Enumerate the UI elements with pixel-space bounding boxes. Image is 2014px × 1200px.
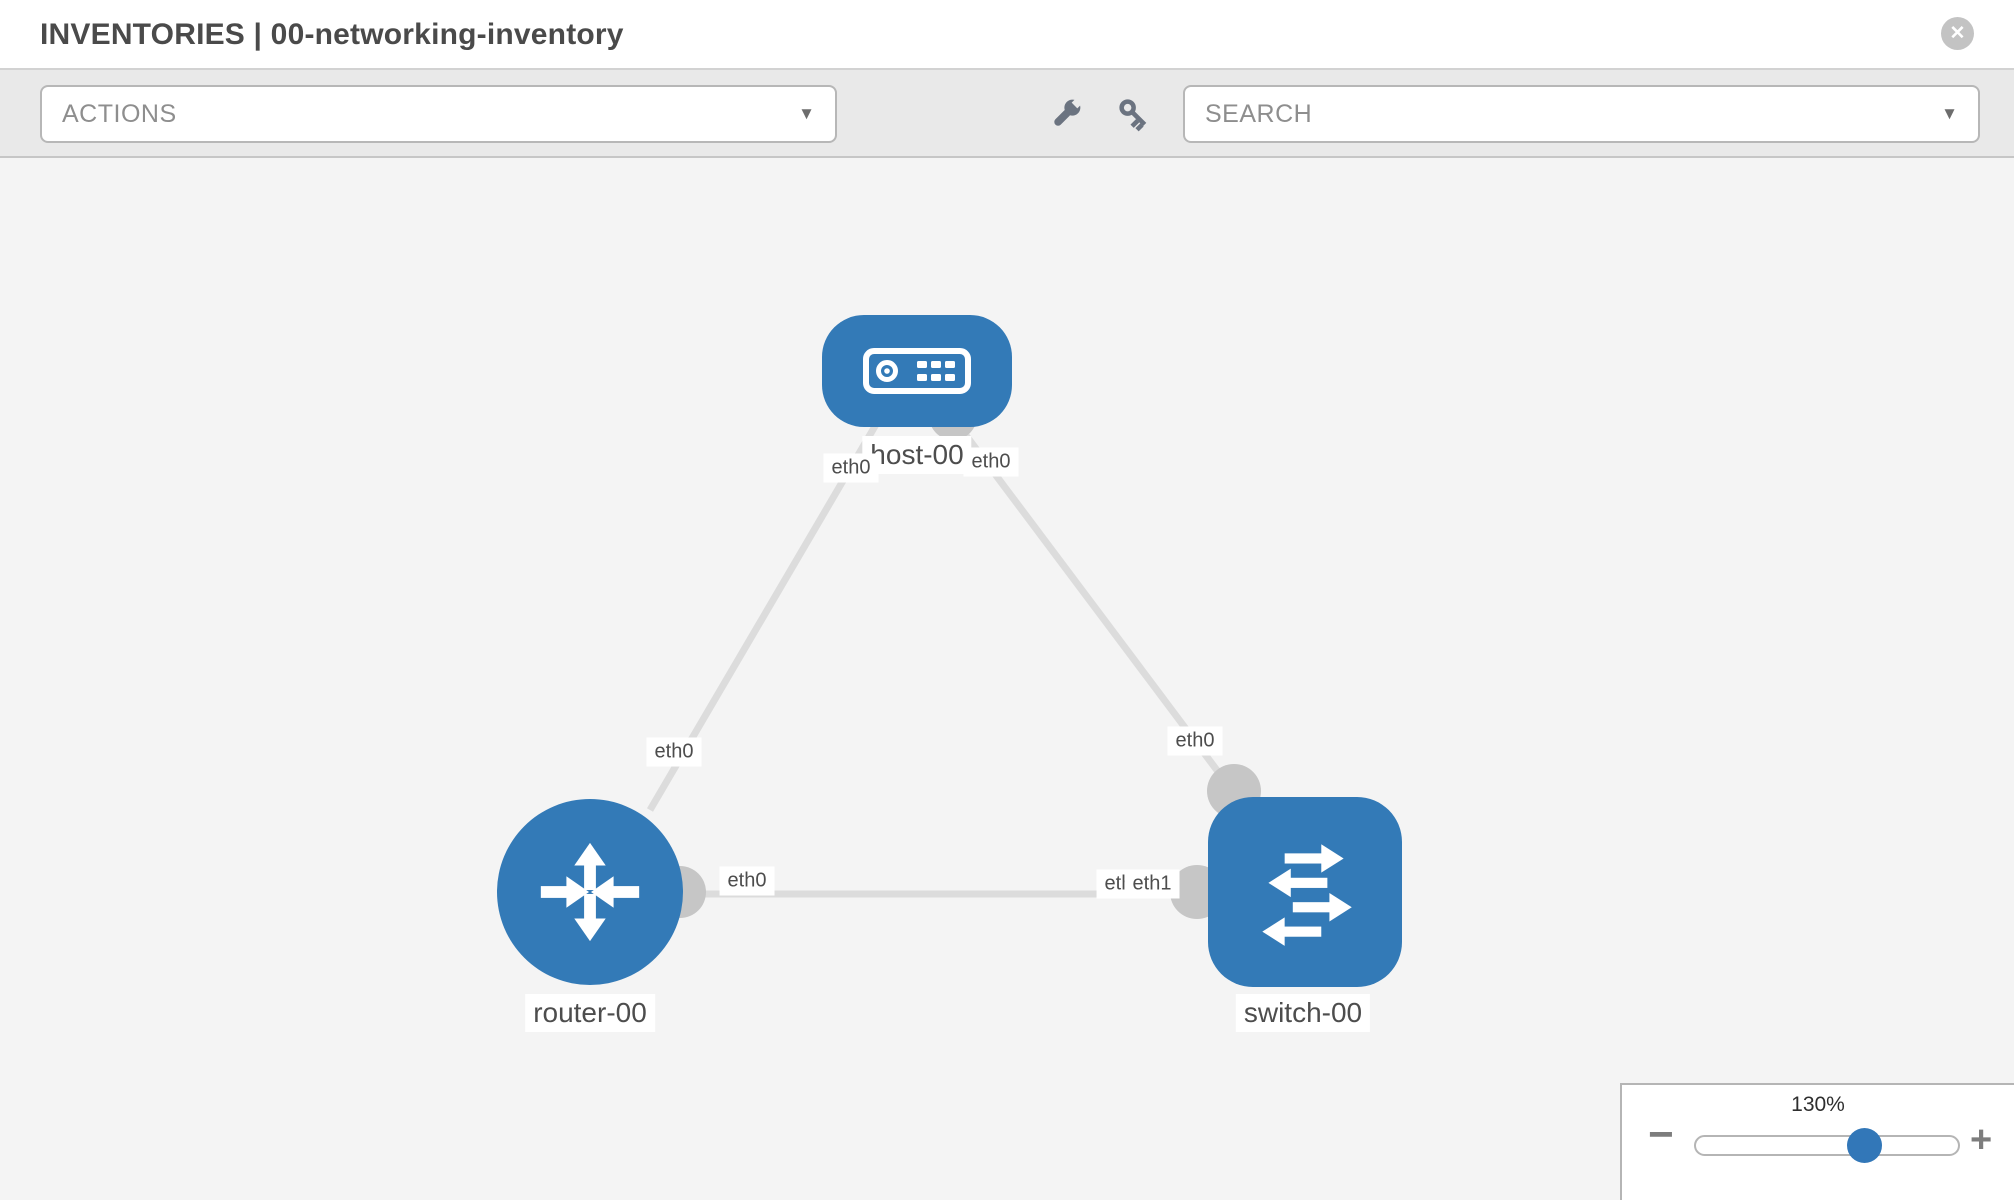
node-label-host-00: host-00 (862, 436, 972, 474)
zoom-out-button[interactable]: − (1648, 1110, 1674, 1159)
node-label-switch-00: switch-00 (1235, 994, 1371, 1032)
switch-arrows-icon (1262, 844, 1352, 946)
topology-canvas[interactable]: host-00 router-00 switch-00 eth0 eth0 et… (0, 160, 2014, 1200)
interface-label-router-top: eth0 (646, 737, 702, 767)
node-label-router-00: router-00 (525, 994, 655, 1032)
close-icon[interactable]: ✕ (1941, 17, 1974, 50)
zoom-control-panel: 130% − + (1620, 1083, 2014, 1200)
key-icon[interactable] (1116, 96, 1152, 132)
header: INVENTORIES | 00-networking-inventory ✕ (0, 0, 2014, 70)
zoom-level-value: 130% (1791, 1093, 1845, 1116)
zoom-in-button[interactable]: + (1970, 1119, 1993, 1161)
node-switch-00[interactable] (1208, 797, 1402, 987)
node-host-00[interactable] (822, 315, 1012, 427)
interface-label-switch-left-eth1: eth1 (1124, 869, 1180, 899)
interface-label-host-right: eth0 (963, 447, 1019, 477)
search-dropdown[interactable]: SEARCH ▼ (1183, 85, 1980, 143)
zoom-slider-handle[interactable] (1847, 1128, 1882, 1163)
interface-label-router-right: eth0 (719, 866, 775, 896)
topology-links (646, 402, 1237, 898)
host-device-icon (863, 348, 971, 394)
actions-dropdown[interactable]: ACTIONS ▼ (40, 85, 837, 143)
interface-label-host-left: eth0 (823, 453, 879, 483)
interface-label-switch-top: eth0 (1167, 726, 1223, 756)
node-router-00[interactable] (497, 799, 683, 985)
chevron-down-icon: ▼ (798, 104, 815, 123)
router-arrows-icon (540, 842, 640, 942)
search-placeholder: SEARCH (1205, 99, 1313, 128)
wrench-icon[interactable] (1048, 96, 1084, 132)
actions-dropdown-label: ACTIONS (62, 99, 177, 128)
chevron-down-icon: ▼ (1941, 104, 1958, 123)
page-title: INVENTORIES | 00-networking-inventory (40, 18, 624, 51)
toolbar: ACTIONS ▼ SEARCH ▼ (0, 70, 2014, 158)
zoom-slider-track[interactable] (1694, 1135, 1960, 1156)
